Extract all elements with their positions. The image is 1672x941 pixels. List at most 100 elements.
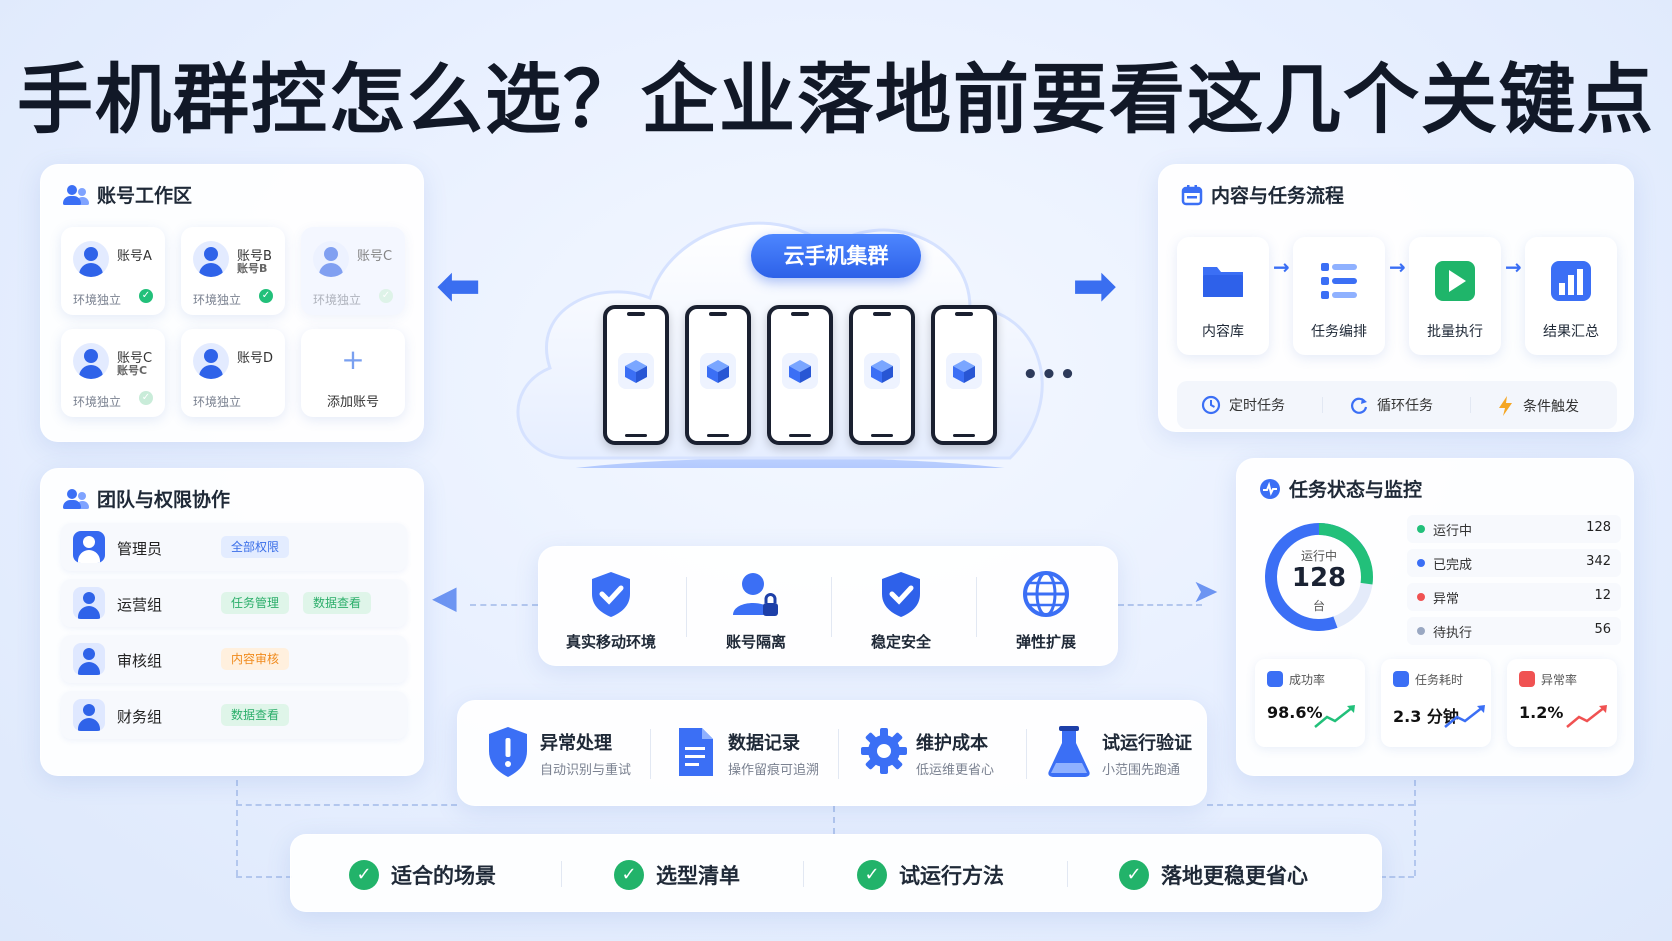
status-row: 异常 12 <box>1407 583 1621 611</box>
divider <box>650 729 651 779</box>
workflow-step-label: 批量执行 <box>1427 324 1483 340</box>
consideration-item: 数据记录 操作留痕可追溯 <box>668 725 838 785</box>
ring-caption: 运行中 <box>1300 549 1337 563</box>
account-card[interactable]: 账号A 环境独立 ✓ <box>61 227 165 315</box>
status-dot <box>1417 559 1425 567</box>
env-label: 环境独立 <box>193 293 242 307</box>
add-account-label: 添加账号 <box>326 395 379 410</box>
plus-icon: + <box>341 343 365 376</box>
workflow-step[interactable]: 批量执行 <box>1409 237 1501 355</box>
env-label: 环境独立 <box>193 395 242 409</box>
consideration-title: 维护成本 <box>916 733 988 754</box>
add-account-button[interactable]: + 添加账号 <box>301 329 405 417</box>
arrow-right-icon: → <box>1389 255 1406 279</box>
check-circle-icon: ✓ <box>1119 860 1149 890</box>
status-dot <box>1417 525 1425 533</box>
account-name: 账号B <box>237 249 272 264</box>
summary-label: 选型清单 <box>656 864 740 888</box>
document-icon <box>679 728 713 776</box>
summary-label: 落地更稳更省心 <box>1161 864 1308 888</box>
trend-up-icon <box>1444 705 1485 728</box>
avatar <box>73 531 105 563</box>
divider <box>1322 397 1323 413</box>
consideration-title: 异常处理 <box>540 733 612 754</box>
account-workspace-panel: 账号工作区 账号A 环境独立 ✓ 账号B 账号B 环境独立 ✓ 账号C 环境独立… <box>40 164 424 442</box>
schedule-option[interactable]: 循环任务 <box>1349 395 1433 415</box>
feature-strip: 真实移动环境 账号隔离 稳定安全 弹性扩展 <box>538 546 1118 666</box>
workflow-step[interactable]: 任务编排 <box>1293 237 1385 355</box>
status-value: 128 <box>1586 520 1611 535</box>
summary-item: ✓ 试运行方法 <box>857 859 1004 891</box>
workflow-step-label: 内容库 <box>1202 324 1244 340</box>
account-card[interactable]: 账号C 环境独立 ✓ <box>301 227 405 315</box>
status-label: 运行中 <box>1433 524 1473 539</box>
team-row[interactable]: 财务组 数据查看 <box>61 691 407 739</box>
account-name: 账号A <box>117 249 152 264</box>
flask-icon <box>1048 726 1090 777</box>
divider <box>1470 397 1471 413</box>
account-card[interactable]: 账号D 环境独立 <box>181 329 285 417</box>
account-subname: 账号C <box>117 364 148 377</box>
consideration-item: 维护成本 低运维更省心 <box>856 725 1026 785</box>
monitor-panel: 任务状态与监控 运行中 128 台 运行中 128 已完成 342 异常 12 … <box>1236 458 1634 776</box>
feature-label: 弹性扩展 <box>1015 633 1076 651</box>
schedule-label: 定时任务 <box>1229 398 1285 414</box>
connector-line <box>1207 804 1414 806</box>
panel-header: 账号工作区 <box>63 181 192 208</box>
phone-device <box>849 305 915 445</box>
phone-device <box>931 305 997 445</box>
consideration-item: 试运行验证 小范围先跑通 <box>1042 725 1202 785</box>
calendar-icon <box>1181 184 1203 205</box>
feature-item: 账号隔离 <box>686 547 826 667</box>
kpi-value: 2.3 分钟 <box>1393 707 1459 726</box>
cluster-label: 云手机集群 <box>751 234 921 278</box>
pulse-icon <box>1260 478 1280 499</box>
divider <box>803 861 804 887</box>
account-name: 账号C <box>357 249 393 264</box>
workflow-step[interactable]: 结果汇总 <box>1525 237 1617 355</box>
status-ring <box>1265 523 1373 631</box>
schedule-option[interactable]: 定时任务 <box>1201 395 1285 415</box>
avatar <box>73 643 105 675</box>
consideration-sub: 自动识别与重试 <box>540 763 632 778</box>
clock-icon <box>1201 395 1221 415</box>
workflow-step[interactable]: 内容库 <box>1177 237 1269 355</box>
team-row[interactable]: 审核组 内容审核 <box>61 635 407 683</box>
connector-line <box>236 804 457 806</box>
panel-header: 任务状态与监控 <box>1259 475 1422 502</box>
workflow-step-label: 任务编排 <box>1311 324 1367 340</box>
status-dot <box>1417 593 1425 601</box>
check-circle-icon: ✓ <box>349 860 379 890</box>
connector-line <box>833 806 835 834</box>
account-card[interactable]: 账号B 账号B 环境独立 ✓ <box>181 227 285 315</box>
cube-icon <box>782 353 818 389</box>
panel-title: 团队与权限协作 <box>97 489 231 511</box>
account-name: 账号C <box>117 351 153 366</box>
schedule-bar: 定时任务 循环任务 条件触发 <box>1177 381 1617 429</box>
team-row[interactable]: 运营组 任务管理 数据查看 <box>61 579 407 627</box>
trend-up-icon <box>1314 705 1355 728</box>
account-card[interactable]: 账号C 账号C 环境独立 ✓ <box>61 329 165 417</box>
folder-icon <box>1203 267 1243 297</box>
divider <box>686 577 687 637</box>
panel-title: 账号工作区 <box>97 185 193 207</box>
team-row[interactable]: 管理员 全部权限 <box>61 523 407 571</box>
check-icon: ✓ <box>139 391 153 405</box>
status-value: 56 <box>1594 622 1611 637</box>
consideration-item: 异常处理 自动识别与重试 <box>480 725 650 785</box>
panel-title: 任务状态与监控 <box>1289 479 1423 501</box>
kpi-label: 成功率 <box>1289 673 1326 687</box>
feature-item: 稳定安全 <box>831 547 971 667</box>
page-title: 手机群控怎么选？企业落地前要看这几个关键点 <box>17 55 1655 144</box>
schedule-label: 循环任务 <box>1377 398 1433 414</box>
workflow-step-label: 结果汇总 <box>1543 324 1599 340</box>
lightning-icon <box>1499 396 1512 416</box>
bar-chart-icon <box>1551 261 1591 301</box>
summary-bar: ✓ 适合的场景 ✓ 选型清单 ✓ 试运行方法 ✓ 落地更稳更省心 <box>290 834 1382 912</box>
schedule-option[interactable]: 条件触发 <box>1497 395 1579 417</box>
status-label: 已完成 <box>1433 558 1473 573</box>
team-name: 财务组 <box>117 708 163 726</box>
status-row: 运行中 128 <box>1407 515 1621 543</box>
consideration-sub: 小范围先跑通 <box>1102 763 1181 778</box>
permission-tag: 数据查看 <box>221 704 290 726</box>
